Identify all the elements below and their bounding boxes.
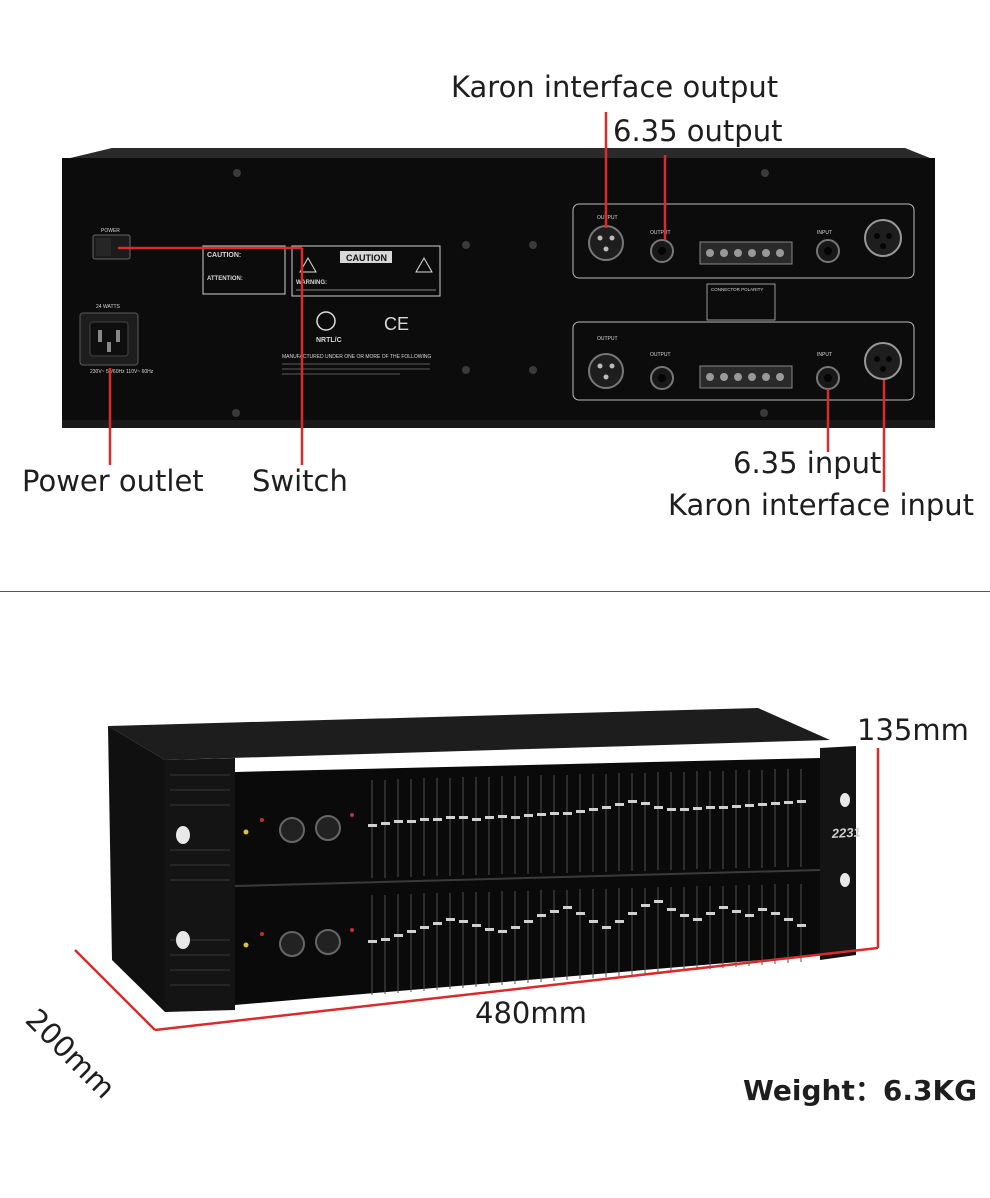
svg-text:OUTPUT: OUTPUT (597, 336, 618, 342)
weight-label: Weight：6.3KG (743, 1074, 978, 1107)
rack-ear-right (820, 746, 856, 960)
level-knob-b[interactable] (279, 931, 305, 957)
caution-label-small (202, 245, 286, 295)
xlr-output-a[interactable] (588, 225, 624, 261)
width-dimension: 480mm (475, 996, 587, 1030)
rack-hole (176, 826, 190, 844)
karon-output-callout: Karon interface output (451, 70, 779, 104)
rear-panel-photo: POWER 24 WATTS 230V~ 50/60Hz 110V~ 60Hz … (62, 112, 935, 492)
terminal-block-b[interactable] (699, 365, 793, 389)
chassis-left-side (108, 726, 165, 1012)
svg-text:CAUTION:: CAUTION: (207, 252, 241, 259)
section-divider (0, 591, 990, 592)
rack-hole (176, 931, 190, 949)
xlr-input-b[interactable] (864, 342, 902, 380)
ce-mark: CE (384, 314, 409, 334)
threshold-knob-a[interactable] (315, 815, 341, 841)
svg-text:INPUT: INPUT (817, 352, 832, 358)
voltage-label: 230V~ 50/60Hz 110V~ 60Hz (90, 369, 154, 375)
rear-panel-body (62, 158, 935, 426)
svg-text:CAUTION: CAUTION (346, 253, 387, 263)
faders-channel-a[interactable] (371, 769, 802, 878)
jack-output-callout: 6.35 output (613, 114, 783, 148)
channel-b-panel (572, 321, 915, 401)
dimension-lines (74, 748, 880, 1032)
screws (232, 169, 769, 417)
svg-text:OUTPUT: OUTPUT (650, 352, 671, 358)
svg-text:NRTL/C: NRTL/C (316, 337, 342, 344)
svg-text:OUTPUT: OUTPUT (650, 230, 671, 236)
csa-mark (316, 311, 336, 331)
fader-caps-b (368, 900, 806, 943)
power-outlet-callout: Power outlet (22, 464, 204, 498)
xlr-output-b[interactable] (588, 353, 624, 389)
front-face (235, 758, 820, 1005)
level-knob-a[interactable] (279, 817, 305, 843)
caution-label-large (291, 245, 441, 297)
svg-text:WARNING:: WARNING: (296, 280, 327, 286)
depth-dimension: 200mm (18, 1002, 123, 1106)
rack-ear-left (165, 758, 235, 1012)
faders-channel-b[interactable] (371, 884, 802, 995)
model-number: 2231 (830, 825, 861, 842)
callout-lines (108, 112, 886, 492)
chassis-top-edge (62, 148, 935, 160)
fader-caps-a (368, 800, 806, 827)
height-dimension: 135mm (857, 713, 969, 747)
terminal-block-a[interactable] (699, 241, 793, 265)
patents-text: MANUFACTURED UNDER ONE OR MORE OF THE FO… (282, 354, 431, 360)
threshold-knob-b[interactable] (315, 929, 341, 955)
xlr-input-a[interactable] (864, 219, 902, 257)
karon-input-callout: Karon interface input (668, 488, 975, 522)
channel-a-panel (572, 203, 915, 279)
svg-text:INPUT: INPUT (817, 230, 832, 236)
rack-hole (840, 793, 850, 807)
rack-hole (840, 873, 850, 887)
watts-label: 24 WATTS (96, 304, 121, 310)
power-label: POWER (101, 228, 120, 234)
chassis-top (108, 708, 830, 760)
svg-text:CONNECTOR POLARITY: CONNECTOR POLARITY (711, 287, 763, 292)
switch-callout: Switch (252, 464, 348, 498)
connector-polarity-label (706, 283, 776, 321)
svg-text:ATTENTION:: ATTENTION: (207, 276, 243, 282)
svg-text:OUTPUT: OUTPUT (597, 215, 618, 221)
jack-input-callout: 6.35 input (733, 446, 882, 480)
